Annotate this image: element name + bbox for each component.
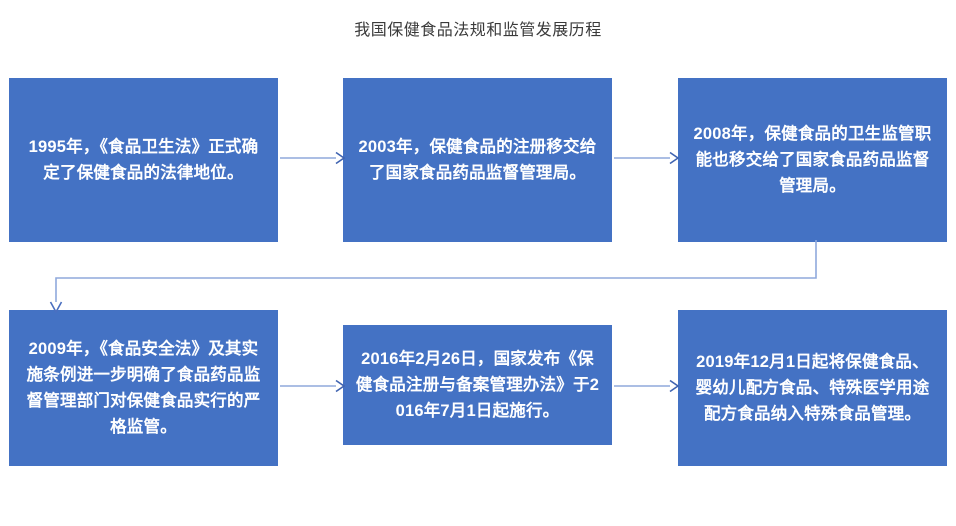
flow-node-2009[interactable]: 2009年，《食品安全法》及其实施条例进一步明确了食品药品监督管理部门对保健食品… bbox=[9, 310, 278, 466]
flow-node-2019[interactable]: 2019年12月1日起将保健食品、婴幼儿配方食品、特殊医学用途配方食品纳入特殊食… bbox=[678, 310, 947, 466]
flow-node-label: 2019年12月1日起将保健食品、婴幼儿配方食品、特殊医学用途配方食品纳入特殊食… bbox=[695, 353, 930, 423]
flow-node-2008[interactable]: 2008年，保健食品的卫生监管职能也移交给了国家食品药品监督管理局。 bbox=[678, 78, 947, 242]
page-title: 我国保健食品法规和监管发展历程 bbox=[354, 22, 602, 39]
flow-node-label: 2016年2月26日，国家发布《保健食品注册与备案管理办法》于2016年7月1日… bbox=[355, 350, 600, 420]
flow-node-1995[interactable]: 1995年，《食品卫生法》正式确定了保健食品的法律地位。 bbox=[9, 78, 278, 242]
arrow-connector-2009-to-2016 bbox=[280, 379, 346, 393]
flow-node-label: 2009年，《食品安全法》及其实施条例进一步明确了食品药品监督管理部门对保健食品… bbox=[26, 340, 261, 436]
flow-node-label: 2008年，保健食品的卫生监管职能也移交给了国家食品药品监督管理局。 bbox=[693, 125, 932, 195]
arrow-connector-2003-to-2008 bbox=[614, 151, 680, 165]
arrow-connector-2016-to-2019 bbox=[614, 379, 680, 393]
arrow-connector-2008-to-2009 bbox=[49, 240, 817, 314]
flow-node-label: 2003年，保健食品的注册移交给了国家食品药品监督管理局。 bbox=[358, 138, 597, 182]
flow-node-label: 1995年，《食品卫生法》正式确定了保健食品的法律地位。 bbox=[28, 138, 259, 182]
arrow-connector-1995-to-2003 bbox=[280, 151, 346, 165]
flow-node-2003[interactable]: 2003年，保健食品的注册移交给了国家食品药品监督管理局。 bbox=[343, 78, 612, 242]
flow-node-2016[interactable]: 2016年2月26日，国家发布《保健食品注册与备案管理办法》于2016年7月1日… bbox=[343, 325, 612, 445]
